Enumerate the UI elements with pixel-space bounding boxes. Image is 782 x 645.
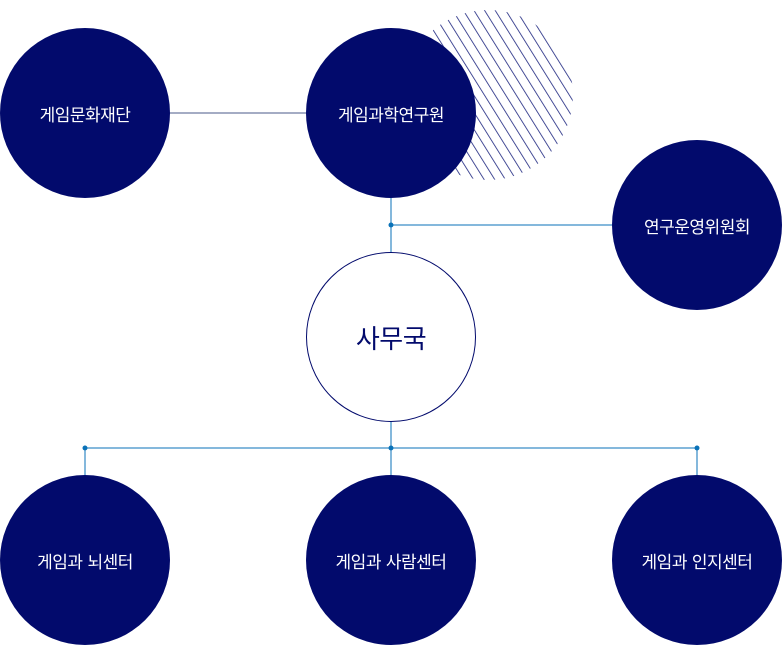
node-committee: 연구운영위원회: [612, 140, 782, 310]
node-office: 사무국: [306, 252, 476, 422]
node-label: 연구운영위원회: [644, 217, 750, 238]
connector-dot: [388, 222, 394, 228]
node-label: 게임과학연구원: [338, 105, 444, 126]
node-brain-center: 게임과 뇌센터: [0, 475, 170, 645]
node-label: 사무국: [355, 324, 427, 355]
connector-dot: [82, 445, 88, 451]
connector-dot: [388, 445, 394, 451]
node-label: 게임문화재단: [39, 105, 131, 126]
node-label: 게임과 사람센터: [335, 552, 447, 573]
node-human-center: 게임과 사람센터: [306, 475, 476, 645]
node-label: 게임과 인지센터: [641, 552, 753, 573]
node-cognition-center: 게임과 인지센터: [612, 475, 782, 645]
node-label: 게임과 뇌센터: [37, 552, 133, 573]
node-foundation: 게임문화재단: [0, 28, 170, 198]
connector-dot: [694, 445, 700, 451]
node-institute: 게임과학연구원: [306, 28, 476, 198]
